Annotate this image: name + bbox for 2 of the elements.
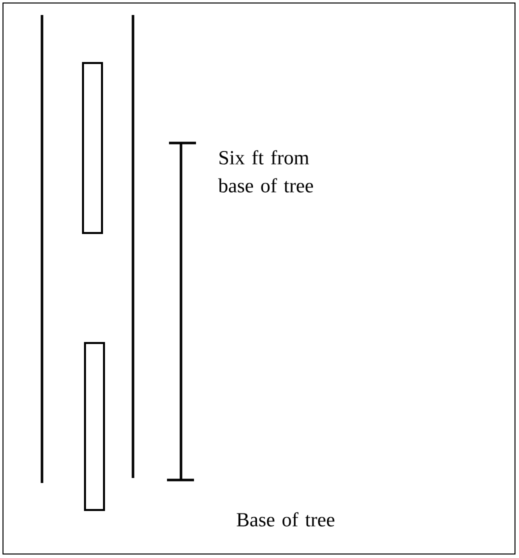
dimension-label: Base of tree [236, 512, 334, 526]
dimension-label: Six ft from base of tree [218, 150, 313, 192]
